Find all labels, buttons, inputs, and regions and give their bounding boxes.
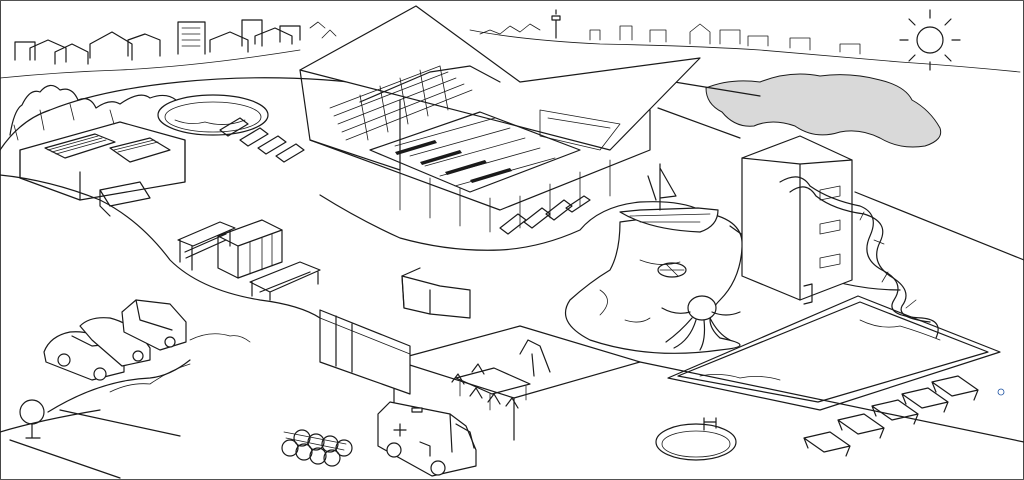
left-town-skyline [0, 19, 337, 79]
benches [177, 221, 321, 301]
indoor-pool-stadium [299, 5, 701, 233]
octopus [661, 295, 741, 351]
watermark-logo [997, 388, 1005, 396]
entrance-building [319, 309, 411, 395]
sun-icon [899, 9, 961, 71]
loungers-top [219, 117, 305, 163]
lagoon-with-ship [565, 163, 743, 354]
outdoor-pool-right [667, 295, 1001, 411]
forest-left [9, 84, 177, 141]
parked-cars [43, 299, 251, 393]
terrace-with-benches [19, 121, 186, 217]
round-pool-bottom [655, 417, 737, 461]
bike-rack [281, 429, 353, 467]
water-slide [779, 176, 939, 339]
loungers-right [803, 375, 979, 457]
round-pool-top [157, 94, 269, 136]
lockers [217, 219, 283, 279]
loungers-stadium [499, 195, 591, 235]
ambulance [377, 401, 477, 477]
cafe-terrace [393, 325, 641, 441]
right-city-skyline [469, 9, 1021, 73]
lake [705, 73, 942, 148]
reception-desk [401, 267, 471, 319]
slide-tower [741, 135, 853, 305]
tree-bottom-left [19, 399, 45, 439]
